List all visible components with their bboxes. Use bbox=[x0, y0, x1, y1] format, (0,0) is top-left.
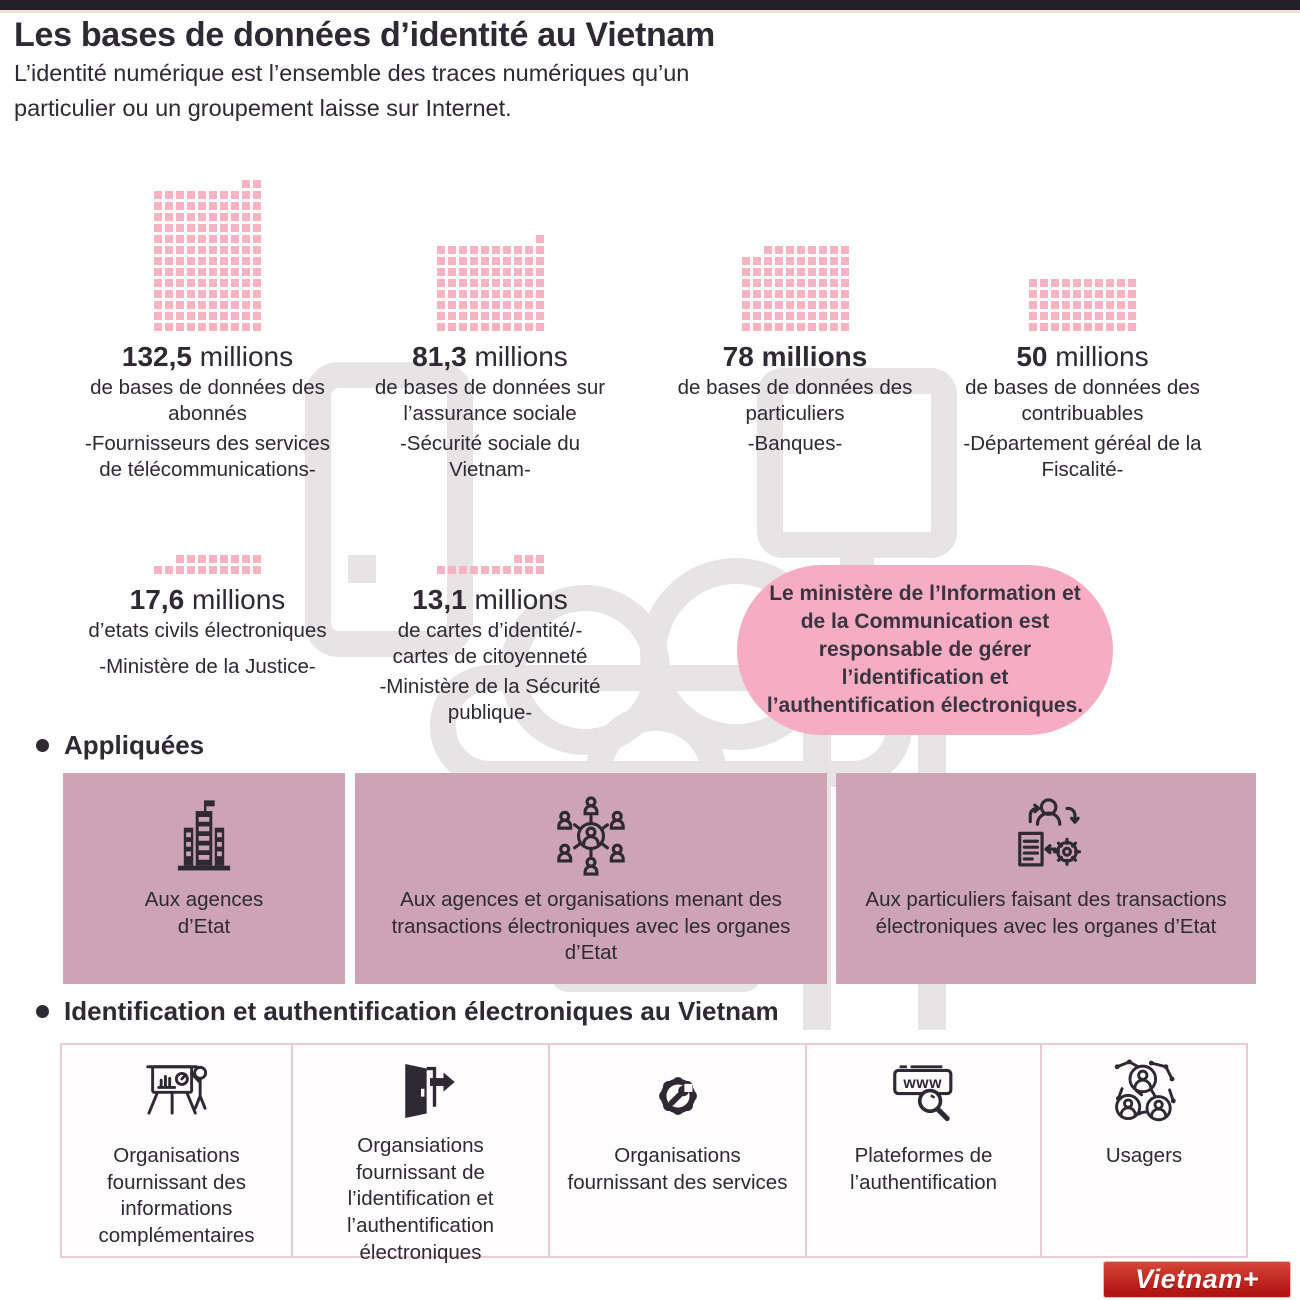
unit-grid bbox=[154, 552, 261, 574]
unit-grid bbox=[436, 552, 544, 574]
ministry-note-bubble: Le ministère de l’Information et de la C… bbox=[737, 565, 1113, 735]
monitor-watermark bbox=[757, 368, 957, 558]
table-cell-complementary-info: Organisations fournissant des informatio… bbox=[60, 1043, 293, 1258]
stat-description: de bases de données des contribuables bbox=[965, 376, 1200, 426]
stat-number: 13,1 bbox=[412, 584, 467, 615]
stat-value: 13,1 millions bbox=[360, 584, 620, 616]
top-accent-line bbox=[0, 10, 1300, 13]
stat-value: 78 millions bbox=[665, 341, 925, 373]
stat-unit: millions bbox=[191, 584, 286, 615]
stat-telecom-subscribers: 132,5 millions de bases de données des a… bbox=[75, 175, 340, 483]
table-cell-id-auth-providers: Organsiations fournissant de l’identific… bbox=[291, 1043, 550, 1264]
www-search-icon: www bbox=[885, 1055, 963, 1137]
table-cell-label: Organisations fournissant des services bbox=[567, 1144, 788, 1194]
unit-grid bbox=[741, 243, 849, 331]
section-heading-text: Identification et authentification élect… bbox=[64, 996, 779, 1026]
users-network-icon bbox=[1105, 1055, 1183, 1137]
stat-number: 50 bbox=[1016, 341, 1048, 372]
ministry-note-text: Le ministère de l’Information et de la C… bbox=[766, 582, 1084, 717]
applied-box-label: Aux agences et organisations menant des … bbox=[391, 888, 791, 965]
stat-unit: millions bbox=[1055, 341, 1149, 372]
stat-taxpayers: 50 millions de bases de données des cont… bbox=[955, 175, 1210, 483]
stat-source: -Ministère de la Sécurité publique- bbox=[379, 675, 601, 725]
vietnamplus-logo-text: Vietnam+ bbox=[1135, 1264, 1259, 1294]
stat-source: -Banques- bbox=[747, 432, 843, 456]
applied-box-state-agencies: Aux agences d’Etat bbox=[63, 773, 345, 984]
stat-unit: millions bbox=[199, 341, 294, 372]
table-cell-label: Plateformes de l’authentification bbox=[849, 1144, 997, 1194]
stat-unit: millions bbox=[474, 341, 568, 372]
table-cell-label: Usagers bbox=[1105, 1144, 1183, 1167]
gear-wrench-icon bbox=[641, 1055, 715, 1137]
applied-box-individuals: Aux particuliers faisant des transaction… bbox=[836, 773, 1256, 984]
stat-source: -Sécurité sociale du Vietnam- bbox=[399, 432, 581, 482]
page-subtitle: L’identité numérique est l’ensemble des … bbox=[14, 60, 690, 121]
bullet-icon bbox=[36, 739, 49, 752]
stat-description: d’etats civils électroniques bbox=[88, 619, 327, 642]
door-arrow-icon bbox=[385, 1055, 457, 1127]
phone-watermark bbox=[305, 362, 473, 657]
table-cell-label: Organsiations fournissant de l’identific… bbox=[346, 1134, 494, 1264]
stat-unit: millions bbox=[761, 341, 868, 372]
stat-description: de bases de données des abonnés bbox=[90, 376, 325, 426]
section-heading-text: Appliquées bbox=[64, 730, 205, 760]
stat-civil-status: 17,6 millions d’etats civils électroniqu… bbox=[75, 548, 340, 680]
stat-value: 50 millions bbox=[955, 341, 1210, 373]
table-cell-auth-platforms: www Plateformes de l’authentification bbox=[805, 1043, 1042, 1258]
government-building-icon bbox=[166, 793, 242, 879]
stat-description: de bases de données des particuliers bbox=[677, 376, 913, 426]
unit-grid bbox=[436, 232, 544, 331]
stat-source: -Fournisseurs des services de télécommun… bbox=[85, 432, 330, 482]
stat-number: 17,6 bbox=[129, 584, 185, 615]
stat-social-insurance: 81,3 millions de bases de données sur l’… bbox=[360, 175, 620, 483]
bullet-icon bbox=[36, 1005, 49, 1018]
stat-id-cards: 13,1 millions de cartes d’identité/- car… bbox=[360, 548, 620, 726]
section-heading-identification: Identification et authentification élect… bbox=[36, 996, 779, 1027]
applied-box-label: Aux particuliers faisant des transaction… bbox=[865, 888, 1227, 938]
stat-number: 78 bbox=[722, 341, 754, 372]
page-title: Les bases de données d’identité au Vietn… bbox=[14, 16, 715, 54]
people-network-icon bbox=[549, 793, 633, 879]
section-heading-applied: Appliquées bbox=[36, 730, 204, 761]
www-label: www bbox=[902, 1075, 942, 1092]
applied-box-organisations: Aux agences et organisations menant des … bbox=[355, 773, 827, 984]
stat-description: de cartes d’identité/- cartes de citoyen… bbox=[392, 619, 588, 669]
stat-number: 81,3 bbox=[412, 341, 467, 372]
top-accent-bar bbox=[0, 0, 1300, 10]
stat-source: -Ministère de la Justice- bbox=[99, 655, 316, 679]
applied-box-label: Aux agences d’Etat bbox=[144, 888, 264, 938]
stat-value: 132,5 millions bbox=[75, 341, 340, 373]
stat-number: 132,5 bbox=[121, 341, 192, 372]
person-document-gear-icon bbox=[1004, 793, 1088, 879]
stat-value: 81,3 millions bbox=[360, 341, 620, 373]
unit-grid bbox=[1029, 276, 1136, 331]
presenter-chart-icon bbox=[138, 1055, 216, 1137]
stat-value: 17,6 millions bbox=[75, 584, 340, 616]
stat-source: -Département géréal de la Fiscalité- bbox=[963, 432, 1202, 482]
vietnamplus-logo: Vietnam+ bbox=[1103, 1261, 1291, 1298]
table-cell-users: Usagers bbox=[1040, 1043, 1248, 1258]
stat-description: de bases de données sur l’assurance soci… bbox=[374, 376, 606, 426]
table-cell-label: Organisations fournissant des informatio… bbox=[98, 1144, 255, 1247]
stat-unit: millions bbox=[474, 584, 568, 615]
unit-grid bbox=[154, 177, 261, 331]
stat-banks: 78 millions de bases de données des part… bbox=[665, 175, 925, 457]
phone-watermark-key bbox=[348, 555, 376, 583]
identification-table: Organisations fournissant des informatio… bbox=[60, 1043, 1256, 1264]
table-cell-service-providers: Organisations fournissant des services bbox=[548, 1043, 807, 1258]
